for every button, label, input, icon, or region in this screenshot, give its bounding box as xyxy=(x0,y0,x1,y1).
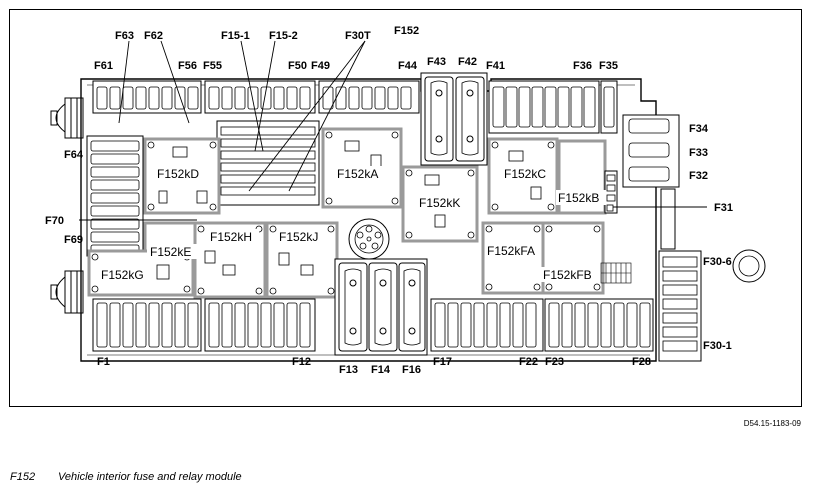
centre-fuse-block xyxy=(216,120,320,206)
caption-text: Vehicle interior fuse and relay module xyxy=(58,471,242,483)
relay-label-f152kb: F152kB xyxy=(558,191,599,205)
top-fuse-row-right xyxy=(318,80,420,114)
relay-label-f152kg: F152kG xyxy=(101,268,144,282)
bottom-fuse-row-mid xyxy=(204,298,316,352)
label-f16: F16 xyxy=(402,364,421,376)
bottom-fuse-row-f17 xyxy=(430,298,544,352)
label-f43: F43 xyxy=(427,56,446,68)
label-f36: F36 xyxy=(573,60,592,72)
label-f12: F12 xyxy=(292,356,311,368)
relay-label-f152kfa: F152kFA xyxy=(487,244,535,258)
label-f44: F44 xyxy=(398,60,418,72)
relay-f152kfb xyxy=(541,221,605,295)
label-f56: F56 xyxy=(178,60,197,72)
relay-label-f152kc: F152kC xyxy=(504,167,546,181)
top-fuse-row-left xyxy=(92,80,202,114)
label-f33: F33 xyxy=(689,147,708,159)
label-f50: F50 xyxy=(288,60,307,72)
relay-label-f152ke: F152kE xyxy=(150,245,191,259)
maxi-fuse-f43-f42 xyxy=(420,72,488,166)
label-f28: F28 xyxy=(632,356,651,368)
label-f34: F34 xyxy=(689,123,709,135)
label-f30t: F30T xyxy=(345,30,371,42)
label-f14: F14 xyxy=(371,364,391,376)
relay-label-f152ka: F152kA xyxy=(337,167,378,181)
bottom-fuse-row-f23 xyxy=(544,298,654,352)
label-f35: F35 xyxy=(599,60,618,72)
label-f13: F13 xyxy=(339,364,358,376)
relay-label-f152kfb: F152kFB xyxy=(543,268,592,282)
label-f15-2: F15-2 xyxy=(269,30,298,42)
relay-label-f152kj: F152kJ xyxy=(279,230,318,244)
leader-lines xyxy=(79,40,707,221)
figure-caption: F152 Vehicle interior fuse and relay modu… xyxy=(10,471,242,483)
pin-grid xyxy=(600,262,632,284)
relay-label-f152kd: F152kD xyxy=(157,167,199,181)
right-fuse-f32-f34 xyxy=(622,114,680,188)
label-f32: F32 xyxy=(689,170,708,182)
label-f23: F23 xyxy=(545,356,564,368)
label-f62: F62 xyxy=(144,30,163,42)
bottom-fuse-row-left xyxy=(92,298,202,352)
label-f22: F22 xyxy=(519,356,538,368)
top-fuse-row-f41 xyxy=(488,80,618,134)
round-socket xyxy=(348,218,390,260)
connector-left-top xyxy=(50,97,84,139)
relay-label-f152kh: F152kH xyxy=(210,230,252,244)
label-f15-1: F15-1 xyxy=(221,30,250,42)
label-f41: F41 xyxy=(486,60,505,72)
left-fuse-stack xyxy=(86,135,144,257)
label-f69: F69 xyxy=(64,234,83,246)
fuse-relay-module-diagram: F63 F62 F15-1 F15-2 F30T F152 F61 F56 F5… xyxy=(45,25,766,376)
caption-code: F152 xyxy=(10,471,36,483)
relay-label-f152kk: F152kK xyxy=(419,196,460,210)
label-f55: F55 xyxy=(203,60,222,72)
connector-left-bottom xyxy=(50,270,84,314)
label-f17: F17 xyxy=(433,356,452,368)
right-fuse-f31 xyxy=(604,170,676,250)
label-f61: F61 xyxy=(94,60,113,72)
right-connector-f30 xyxy=(658,249,766,362)
label-f63: F63 xyxy=(115,30,134,42)
label-f30-1: F30-1 xyxy=(703,340,732,352)
label-f31: F31 xyxy=(714,202,733,214)
top-fuse-row-mid xyxy=(204,80,316,114)
drawing-code: D54.15-1183-09 xyxy=(743,419,801,428)
label-f42: F42 xyxy=(458,56,477,68)
label-f1: F1 xyxy=(97,356,110,368)
label-module-code: F152 xyxy=(394,25,419,37)
diagram-frame: F63 F62 F15-1 F15-2 F30T F152 F61 F56 F5… xyxy=(9,9,802,407)
label-f70: F70 xyxy=(45,215,64,227)
label-f30-6: F30-6 xyxy=(703,256,732,268)
label-f49: F49 xyxy=(311,60,330,72)
maxi-fuse-f13-f14-f16 xyxy=(334,258,428,356)
label-f64: F64 xyxy=(64,149,84,161)
